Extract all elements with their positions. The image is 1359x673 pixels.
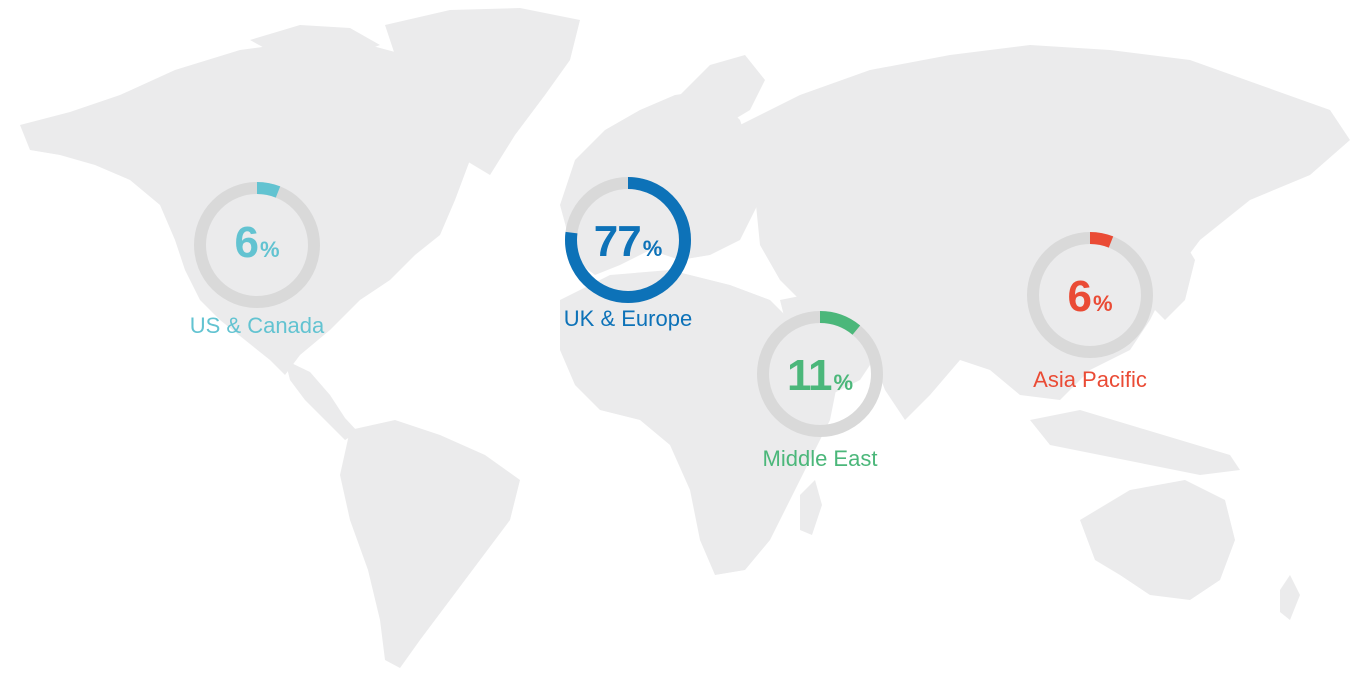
asia-pacific-label: Asia Pacific	[1033, 367, 1147, 392]
uk-europe-value: 77	[593, 217, 642, 266]
region-us-canada: 6% US & Canada	[177, 175, 337, 339]
us-canada-donut	[194, 182, 320, 308]
asia-pacific-donut-arc	[1027, 232, 1153, 358]
madagascar-landmass	[800, 480, 822, 535]
middle-east-donut	[757, 311, 883, 437]
arctic-islands-landmass	[250, 25, 380, 62]
us-canada-value: 6	[234, 218, 259, 267]
us-canada-label: US & Canada	[189, 313, 325, 338]
region-middle-east: 11% Middle East	[740, 304, 900, 472]
asia-pacific-unit: %	[1092, 291, 1113, 316]
uk-landmass	[600, 135, 630, 190]
southeast-asia-islands-landmass	[1030, 410, 1240, 475]
asia-pacific-percentage: 6%	[1010, 275, 1170, 319]
middle-east-unit: %	[833, 370, 854, 395]
asia-pacific-donut	[1027, 232, 1153, 358]
region-asia-pacific: 6% Asia Pacific	[1010, 225, 1170, 393]
middle-east-label: Middle East	[762, 446, 878, 471]
us-canada-unit: %	[259, 237, 280, 262]
uk-europe-donut-arc	[565, 177, 691, 303]
japan-landmass	[1150, 235, 1195, 320]
uk-europe-unit: %	[642, 236, 663, 261]
central-america-landmass	[285, 360, 358, 440]
south-america-landmass	[340, 420, 520, 668]
scandinavia-landmass	[660, 55, 765, 160]
greenland-landmass	[385, 8, 580, 175]
uk-europe-donut	[565, 177, 691, 303]
north-america-landmass	[20, 40, 470, 375]
middle-east-donut-arc	[757, 311, 883, 437]
asia-landmass	[740, 45, 1350, 420]
uk-europe-label: UK & Europe	[563, 306, 693, 331]
uk-europe-percentage: 77%	[548, 220, 708, 264]
australia-landmass	[1080, 480, 1235, 600]
us-canada-donut-arc	[194, 182, 320, 308]
us-canada-percentage: 6%	[177, 221, 337, 265]
middle-east-value: 11	[786, 351, 833, 400]
region-uk-europe: 77% UK & Europe	[548, 170, 708, 332]
asia-pacific-value: 6	[1067, 272, 1092, 321]
new-zealand-landmass	[1280, 575, 1300, 620]
middle-east-percentage: 11%	[740, 354, 900, 398]
